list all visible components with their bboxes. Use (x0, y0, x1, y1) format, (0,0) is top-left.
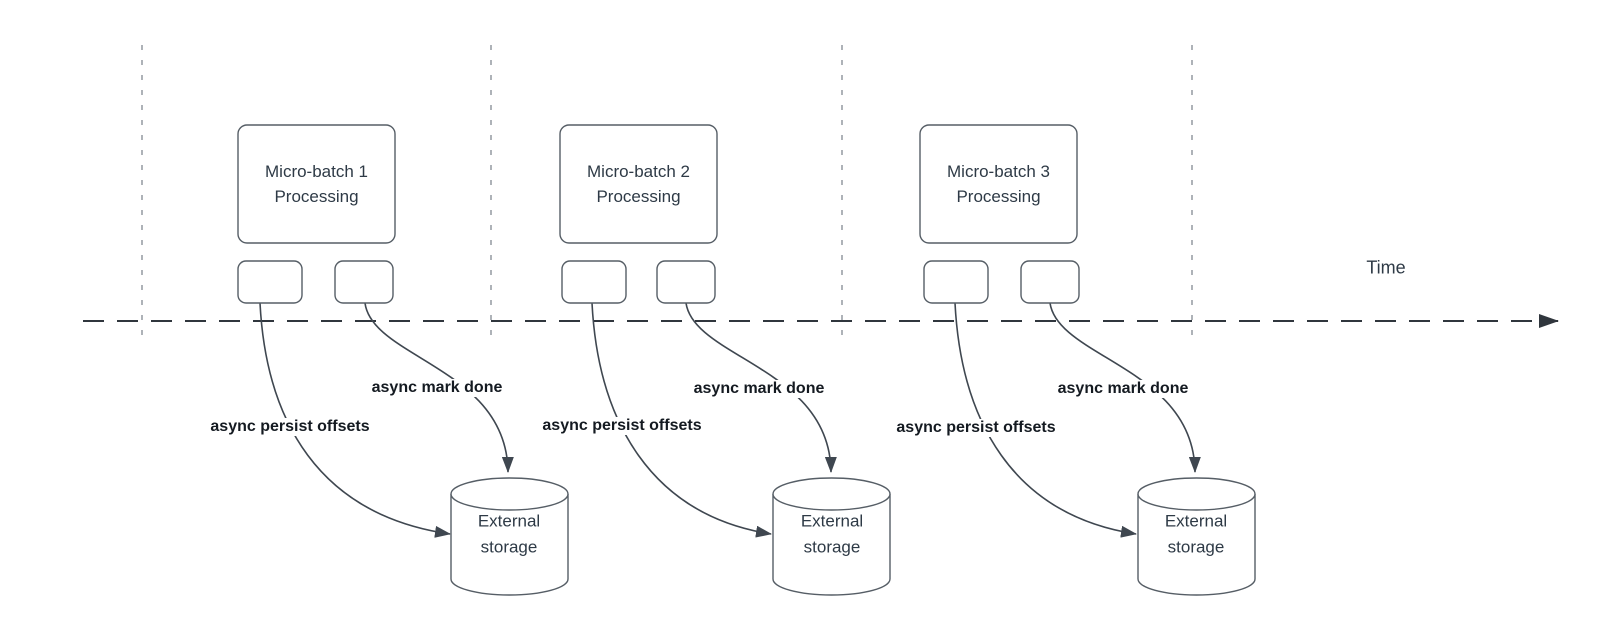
external-storage-label-1: External storage (477, 511, 541, 557)
persist-offsets-arrow-1 (259, 302, 451, 538)
time-label: Time (1366, 257, 1406, 278)
async-persist-offsets-label-3: async persist offsets (894, 419, 1058, 437)
mark-done-arrow-2 (685, 302, 837, 473)
external-storage-cylinder-1-lid (450, 493, 569, 511)
batch-3-task-box-left (923, 260, 989, 304)
micro-batch-2-label: Micro-batch 2 Processing (587, 161, 690, 207)
external-storage-cylinder-3-lid (1137, 493, 1256, 511)
batch-2-task-box-right (656, 260, 716, 304)
micro-batch-3-label: Micro-batch 3 Processing (947, 161, 1050, 207)
micro-batch-1-box (237, 124, 396, 244)
persist-offsets-arrow-3 (954, 302, 1137, 538)
batch-1-task-box-left (237, 260, 303, 304)
persist-offsets-arrow-2 (591, 302, 772, 538)
batch-2-task-box-left (561, 260, 627, 304)
external-storage-cylinder-2-lid (772, 493, 891, 511)
async-mark-done-label-1: async mark done (369, 379, 505, 397)
async-mark-done-label-3: async mark done (1055, 380, 1191, 398)
batch-1-task-box-right (334, 260, 394, 304)
micro-batch-2-box (559, 124, 718, 244)
mark-done-arrow-1 (364, 302, 514, 473)
async-persist-offsets-label-1: async persist offsets (208, 418, 372, 436)
mark-done-arrow-3 (1049, 302, 1201, 473)
async-mark-done-label-2: async mark done (691, 380, 827, 398)
external-storage-label-2: External storage (800, 511, 864, 557)
batch-3-task-box-right (1020, 260, 1080, 304)
external-storage-label-3: External storage (1164, 511, 1228, 557)
async-persist-offsets-label-2: async persist offsets (540, 417, 704, 435)
micro-batch-3-box (919, 124, 1078, 244)
micro-batch-1-label: Micro-batch 1 Processing (265, 161, 368, 207)
